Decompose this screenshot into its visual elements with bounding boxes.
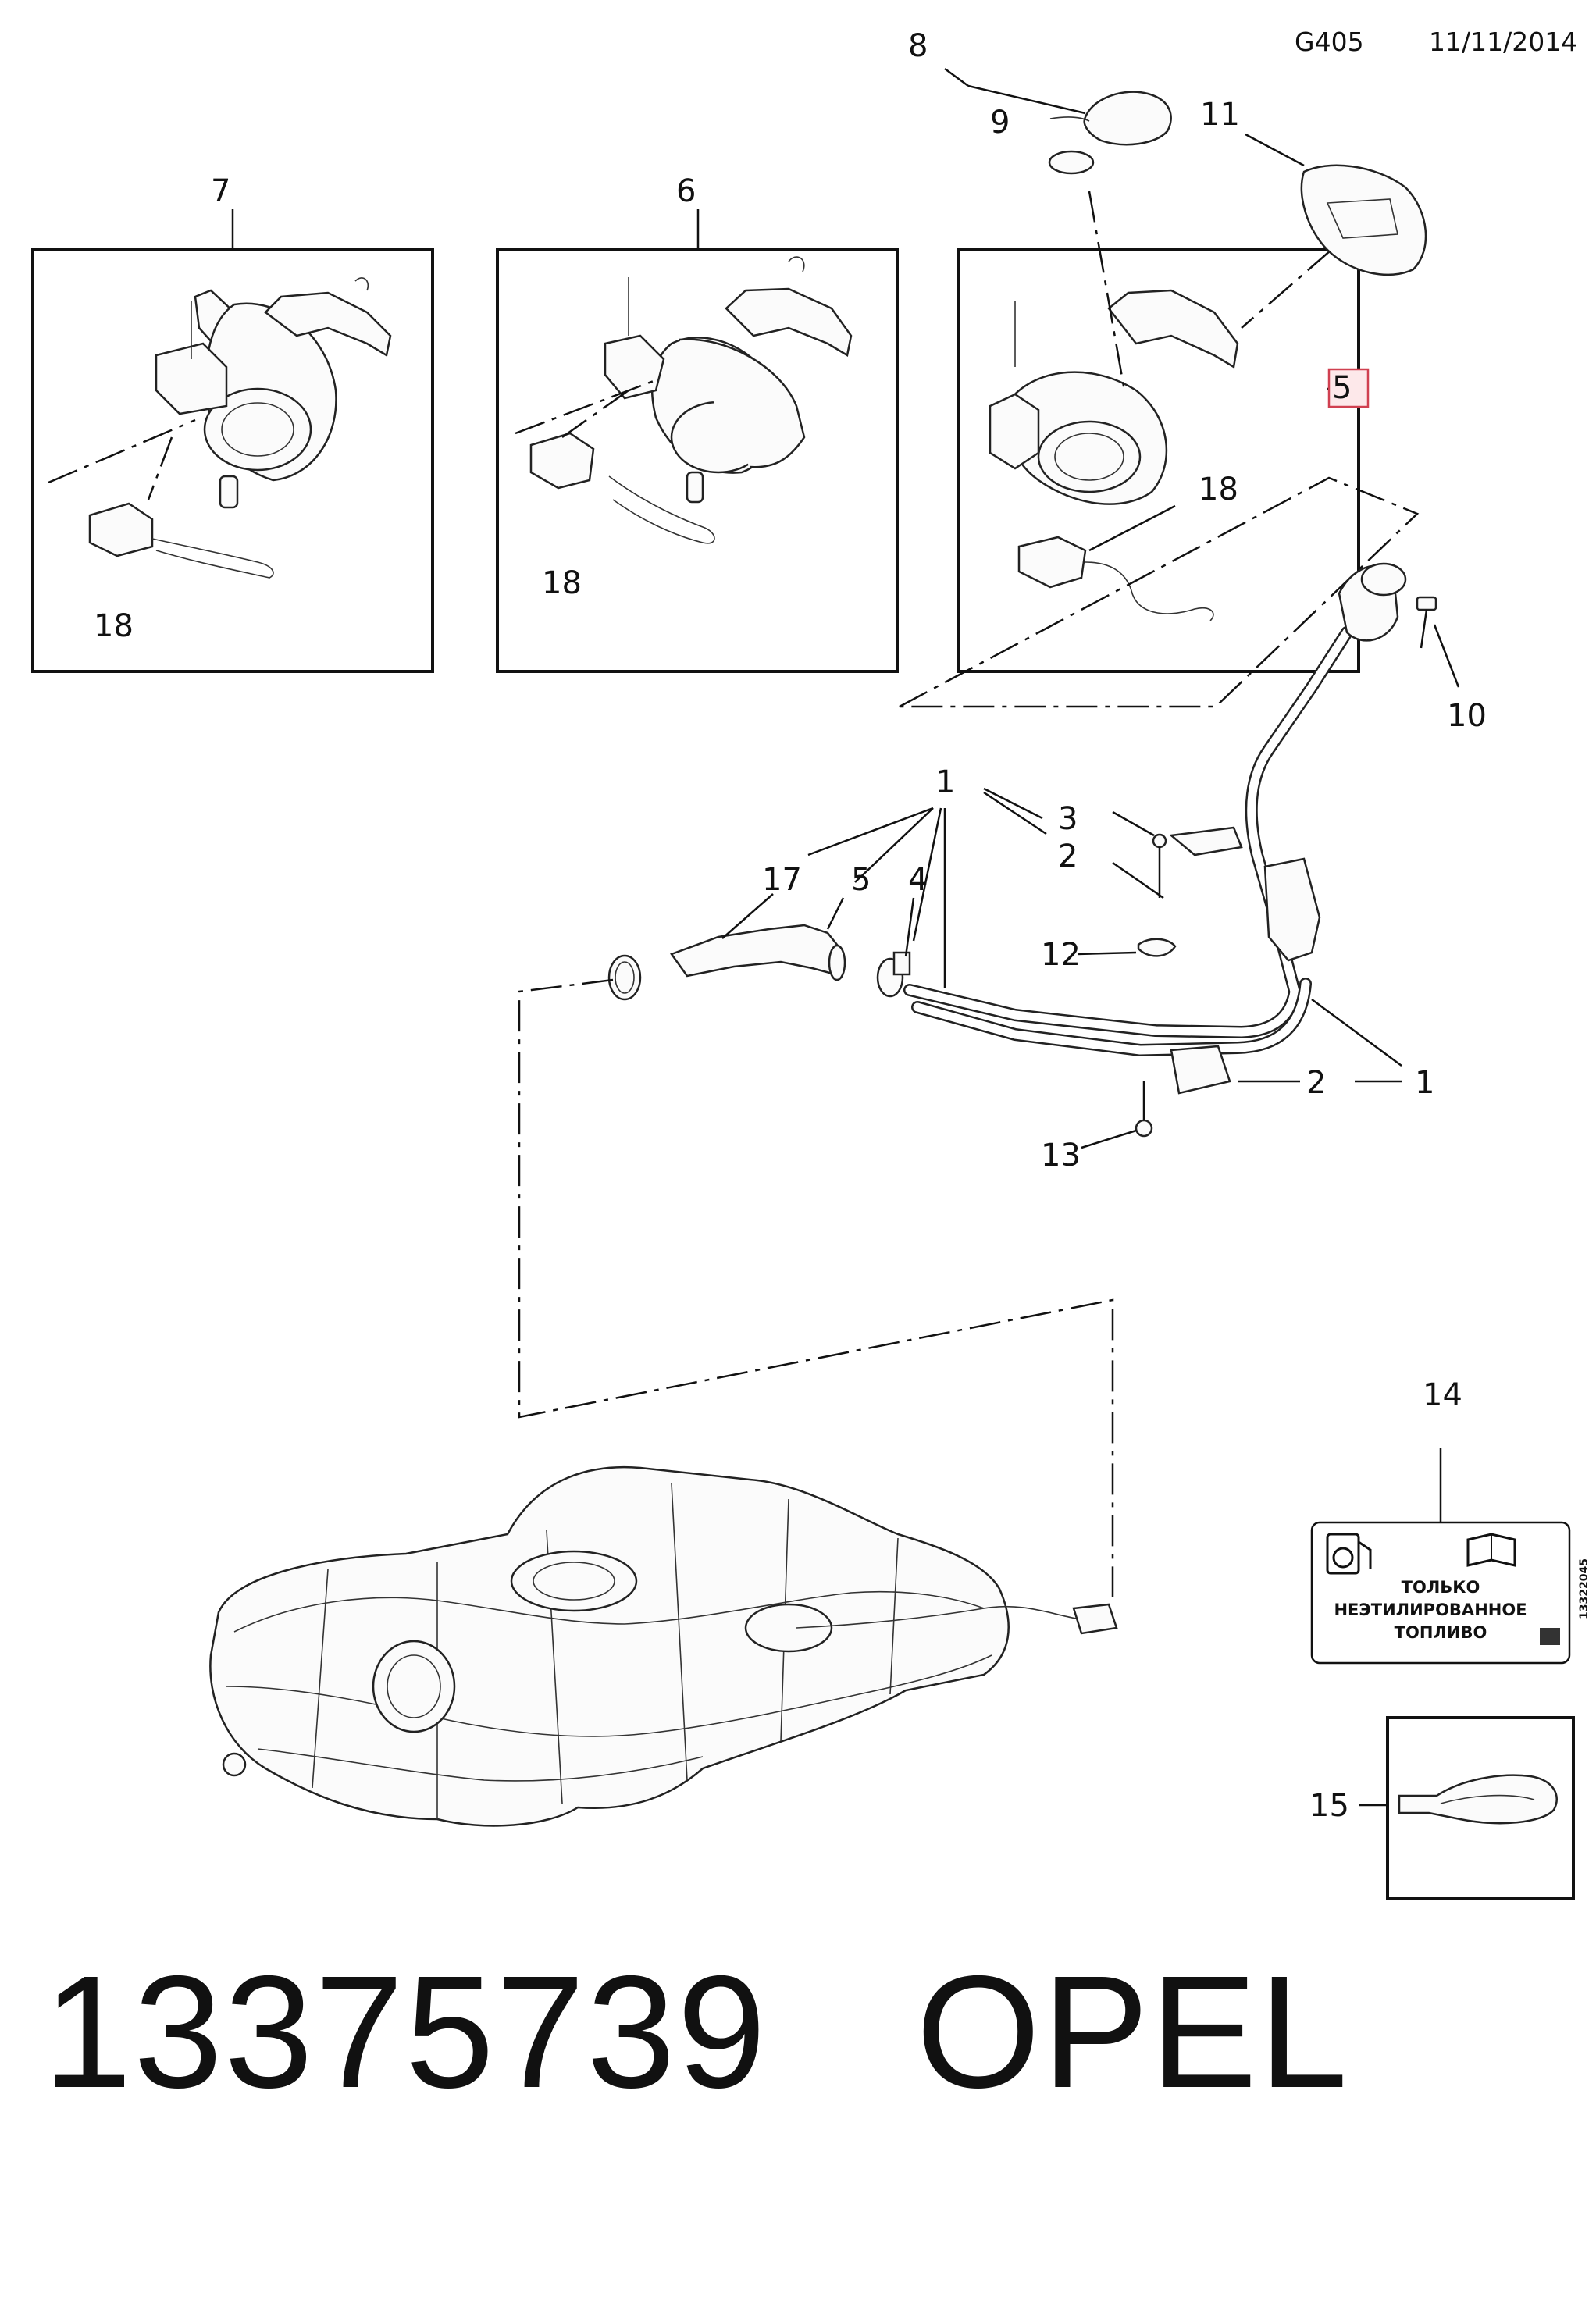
actuator-18-right: [1017, 536, 1214, 621]
callout-8: 13: [1041, 1138, 1081, 1173]
assembly-box-6: [1359, 1716, 1575, 1900]
cable-tie-6: [1398, 1774, 1558, 1825]
bolt-7: [1416, 596, 1437, 649]
callout-15: 14: [1423, 1377, 1462, 1413]
filler-housing-10: [989, 301, 1168, 505]
brand-name: OPEL: [916, 1943, 1350, 2121]
bolt-3: [1152, 833, 1167, 898]
callout-18-box11: 18: [542, 565, 582, 601]
callout-2-top: 2: [1058, 839, 1078, 874]
fuel-tank: [209, 1465, 1118, 1827]
callout-9: 12: [1041, 937, 1081, 973]
callout-1-bottom: 1: [1415, 1065, 1434, 1101]
bolt-8: [1135, 1081, 1153, 1138]
bracket-12: [264, 277, 392, 357]
callout-10-highlight: [1327, 368, 1370, 408]
filler-pipe-1: [903, 562, 1407, 1095]
callout-10: 5: [1332, 370, 1352, 406]
callout-4: 4: [908, 862, 928, 898]
bracket-10: [1107, 289, 1239, 369]
seal-ring-14: [1048, 150, 1095, 175]
assembly-box-11: [496, 209, 899, 673]
callout-7: 10: [1447, 698, 1487, 734]
label-line-1: ТОЛЬКО: [1402, 1578, 1480, 1597]
actuator-18-left: [88, 502, 274, 579]
assembly-box-12: [31, 209, 434, 673]
callout-13: 8: [908, 28, 928, 64]
callout-11: 6: [676, 173, 696, 209]
filler-housing-12: [155, 289, 337, 509]
label-line-2: НЕЭТИЛИРОВАННОЕ: [1334, 1601, 1527, 1619]
label-line-3: ТОПЛИВО: [1395, 1623, 1487, 1642]
callout-3: 3: [1058, 801, 1078, 837]
fuel-door-16: [1300, 164, 1427, 276]
bracket-11: [725, 256, 853, 357]
clamp-17: [607, 954, 642, 1001]
warning-label-15: ТОЛЬКО НЕЭТИЛИРОВАННОЕ ТОПЛИВО 13322045: [1310, 1448, 1591, 1665]
callout-18-box10: 18: [1199, 472, 1238, 507]
diagram-code: G405: [1295, 27, 1364, 57]
filler-housing-11: [604, 277, 806, 504]
callout-5: 5: [851, 862, 871, 898]
callout-12: 7: [211, 173, 230, 209]
part-number: 13375739: [43, 1943, 768, 2121]
hose-5: [670, 924, 846, 981]
callout-1-top: 1: [935, 764, 955, 800]
fuel-pump-icon: [1326, 1533, 1372, 1575]
manual-book-icon: [1466, 1533, 1516, 1567]
callout-14: 9: [990, 105, 1010, 141]
diagram-date: 11/11/2014: [1429, 27, 1577, 57]
label-code: 13322045: [1578, 1558, 1591, 1619]
callout-2-bottom: 2: [1306, 1065, 1326, 1101]
callout-16: 11: [1200, 97, 1240, 133]
assembly-box-10: [957, 248, 1360, 673]
clamp-4: [876, 951, 911, 998]
filler-cap-13: [1049, 91, 1172, 146]
callout-18-box12: 18: [94, 608, 134, 644]
callout-17: 17: [762, 862, 802, 898]
label-logo: [1540, 1628, 1560, 1645]
callout-6: 15: [1309, 1788, 1349, 1824]
clip-9: [1137, 938, 1177, 957]
actuator-18-middle: [529, 432, 715, 544]
